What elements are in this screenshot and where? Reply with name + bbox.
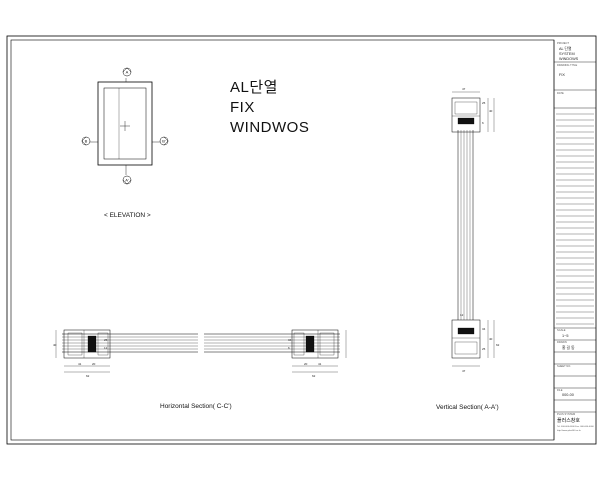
company-small: http://www.plus000.co.kr <box>557 430 581 432</box>
project-header: PROJECT <box>557 42 570 45</box>
file-header: FILE <box>557 389 563 392</box>
title-line-3: WINDWOS <box>230 119 310 136</box>
dim-label: 25 <box>104 338 108 342</box>
company-small: PLUS SYSTEM <box>557 413 576 416</box>
section-mark-label: B' <box>162 139 166 144</box>
vertical-section <box>451 91 495 367</box>
section-marker-right: B' <box>159 136 169 146</box>
dim-label: 20 <box>92 362 96 366</box>
drawn-value: 홍 길 동 <box>562 346 575 350</box>
revision-table <box>556 113 594 325</box>
dim-label: 6 <box>482 121 484 125</box>
company-name: 플러스창호 <box>557 418 581 424</box>
drawing-title-value: FIX <box>559 73 565 77</box>
dim-label: 40 <box>489 337 493 341</box>
drawing-title-header: DRAWING TITLE <box>557 64 578 67</box>
sheet-border <box>6 35 597 445</box>
dim-label: 41 <box>78 362 82 366</box>
company-small: Tel. 000-000-0000 Fax. 000-000-0000 <box>557 426 594 428</box>
dim-label: 34 <box>482 327 486 331</box>
dim-label: 62 <box>312 374 316 378</box>
dim-label: 62 <box>86 374 90 378</box>
section-mark-label: B <box>85 139 88 144</box>
dim-label: 12 <box>460 313 464 317</box>
section-mark-label: A' <box>125 178 129 183</box>
drawing-border <box>10 39 555 441</box>
horizontal-section <box>55 329 347 373</box>
title-line-2: FIX <box>230 99 255 116</box>
scale-value: 1~5 <box>562 334 569 338</box>
dim-label: 62 <box>496 343 500 347</box>
drawn-header: DRAWN <box>557 341 567 344</box>
dim-label: 34 <box>288 338 292 342</box>
elevation-caption: < ELEVATION > <box>104 212 151 219</box>
project-line: SYSTEM <box>559 52 575 56</box>
project-line: AL 단열 <box>559 47 572 51</box>
elevation-view <box>90 78 160 175</box>
date-header: DATE <box>557 92 564 95</box>
title-block-frame <box>553 40 596 440</box>
dim-label: 25 <box>482 101 486 105</box>
horizontal-dimensions: 41 20 62 40 25 12 34 6 62 41 20 <box>53 338 322 378</box>
section-marker-top: A <box>122 67 132 77</box>
dim-label: 6 <box>288 346 290 350</box>
section-marker-bottom: A' <box>122 175 132 185</box>
dim-label: 25 <box>482 347 486 351</box>
dim-label: 40 <box>489 109 493 113</box>
project-line: WINDOWS <box>559 57 579 61</box>
dim-label: 47 <box>462 369 466 373</box>
dim-label: 40 <box>53 343 57 347</box>
file-value: 000-00 <box>562 393 574 397</box>
vertical-dimensions: 47 40 25 6 12 34 25 40 47 62 <box>460 87 500 373</box>
scale-header: SCALE <box>557 329 566 332</box>
sheet-header: SHEET NO. <box>557 365 571 368</box>
section-mark-label: A <box>126 70 129 75</box>
vertical-section-caption: Vertical Section( A-A') <box>436 404 499 411</box>
dim-label: 12 <box>104 346 108 350</box>
title-line-1: AL단열 <box>230 79 278 96</box>
horizontal-section-caption: Horizontal Section( C-C') <box>160 403 232 410</box>
dim-label: 41 <box>318 362 322 366</box>
section-marker-left: B <box>81 136 91 146</box>
dim-label: 20 <box>304 362 308 366</box>
dim-label: 47 <box>462 87 466 91</box>
